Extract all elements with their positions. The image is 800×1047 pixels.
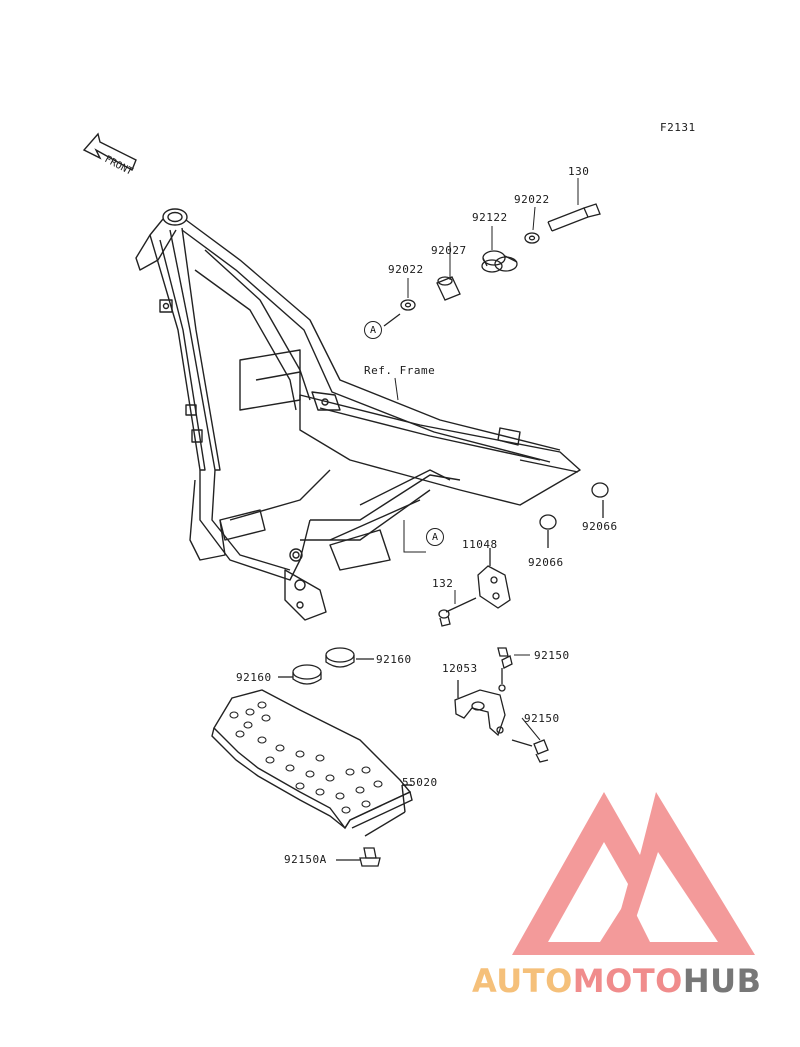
bracket-12053 — [454, 647, 549, 763]
skid-plate-55020 — [211, 689, 413, 837]
part-label-92066-left: 92066 — [528, 556, 564, 569]
part-label-92150-upper: 92150 — [534, 649, 570, 662]
bolt-92150a — [336, 847, 381, 867]
part-label-92066-right: 92066 — [582, 520, 618, 533]
front-arrow-icon: FRONT — [82, 132, 137, 178]
part-label-92022-lower: 92022 — [388, 263, 424, 276]
part-label-92160-right: 92160 — [376, 653, 412, 666]
watermark-moto: MOTO — [572, 962, 683, 1000]
part-label-55020: 55020 — [402, 776, 438, 789]
ref-frame-label: Ref. Frame — [364, 364, 436, 377]
part-label-92160-left: 92160 — [236, 671, 272, 684]
part-label-92027: 92027 — [431, 244, 467, 257]
watermark-brand: AUTOMOTOHUB — [472, 962, 762, 1000]
caps-92066 — [539, 482, 609, 548]
part-label-92122: 92122 — [472, 211, 508, 224]
figure-code: F2131 — [660, 121, 696, 134]
motorcycle-frame — [135, 208, 581, 621]
watermark-hub: HUB — [682, 962, 762, 1000]
mount-collar-parts — [383, 203, 601, 327]
leader-lines — [394, 178, 579, 741]
part-label-92150a: 92150A — [284, 853, 327, 866]
bracket-11048 — [438, 548, 511, 627]
part-label-11048: 11048 — [462, 538, 498, 551]
marker-a-top: A — [364, 321, 382, 339]
watermark-auto: AUTO — [472, 962, 573, 1000]
part-label-92150-lower: 92150 — [524, 712, 560, 725]
automotohub-logo-icon — [512, 792, 755, 955]
part-label-12053: 12053 — [442, 662, 478, 675]
part-label-132: 132 — [432, 577, 454, 590]
part-label-92022-upper: 92022 — [514, 193, 550, 206]
marker-a-frame: A — [426, 528, 444, 546]
rubber-caps-92160 — [278, 647, 374, 685]
part-label-130: 130 — [568, 165, 590, 178]
